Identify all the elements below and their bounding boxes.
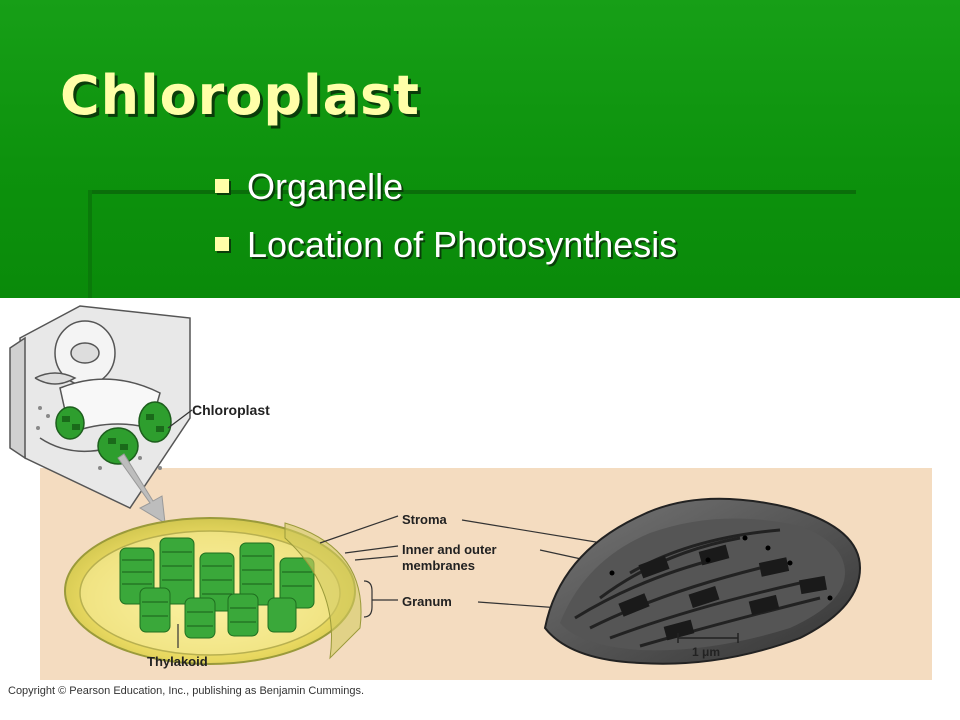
square-bullet-icon xyxy=(215,237,229,251)
label-granum: Granum xyxy=(402,594,452,609)
chloroplast-cutaway xyxy=(64,517,362,665)
square-bullet-icon xyxy=(215,179,229,193)
bullet-item-organelle: Organelle xyxy=(215,164,677,222)
bullet-item-location: Location of Photosynthesis xyxy=(215,222,677,280)
label-scale: 1 μm xyxy=(692,645,720,659)
slide-title: Chloroplast xyxy=(60,64,420,127)
plant-cell-illustration xyxy=(9,305,191,509)
header-rule-vertical xyxy=(88,190,92,298)
label-membranes-line2: membranes xyxy=(402,558,475,573)
label-chloroplast: Chloroplast xyxy=(192,402,270,418)
label-membranes-line1: Inner and outer xyxy=(402,542,497,557)
copyright-notice: Copyright © Pearson Education, Inc., pub… xyxy=(8,685,365,697)
scale-bar xyxy=(677,633,739,643)
bullet-text: Organelle xyxy=(247,166,404,207)
slide-header: Chloroplast Organelle Location of Photos… xyxy=(0,0,960,298)
enlargement-arrow xyxy=(117,453,166,524)
label-thylakoid: Thylakoid xyxy=(147,654,208,669)
bullet-list: Organelle Location of Photosynthesis xyxy=(215,164,677,280)
bullet-text: Location of Photosynthesis xyxy=(247,224,678,265)
header-rule xyxy=(88,190,856,194)
label-stroma: Stroma xyxy=(402,512,448,527)
chloroplast-diagram: Chloroplast xyxy=(9,305,932,680)
electron-micrograph xyxy=(543,497,862,665)
